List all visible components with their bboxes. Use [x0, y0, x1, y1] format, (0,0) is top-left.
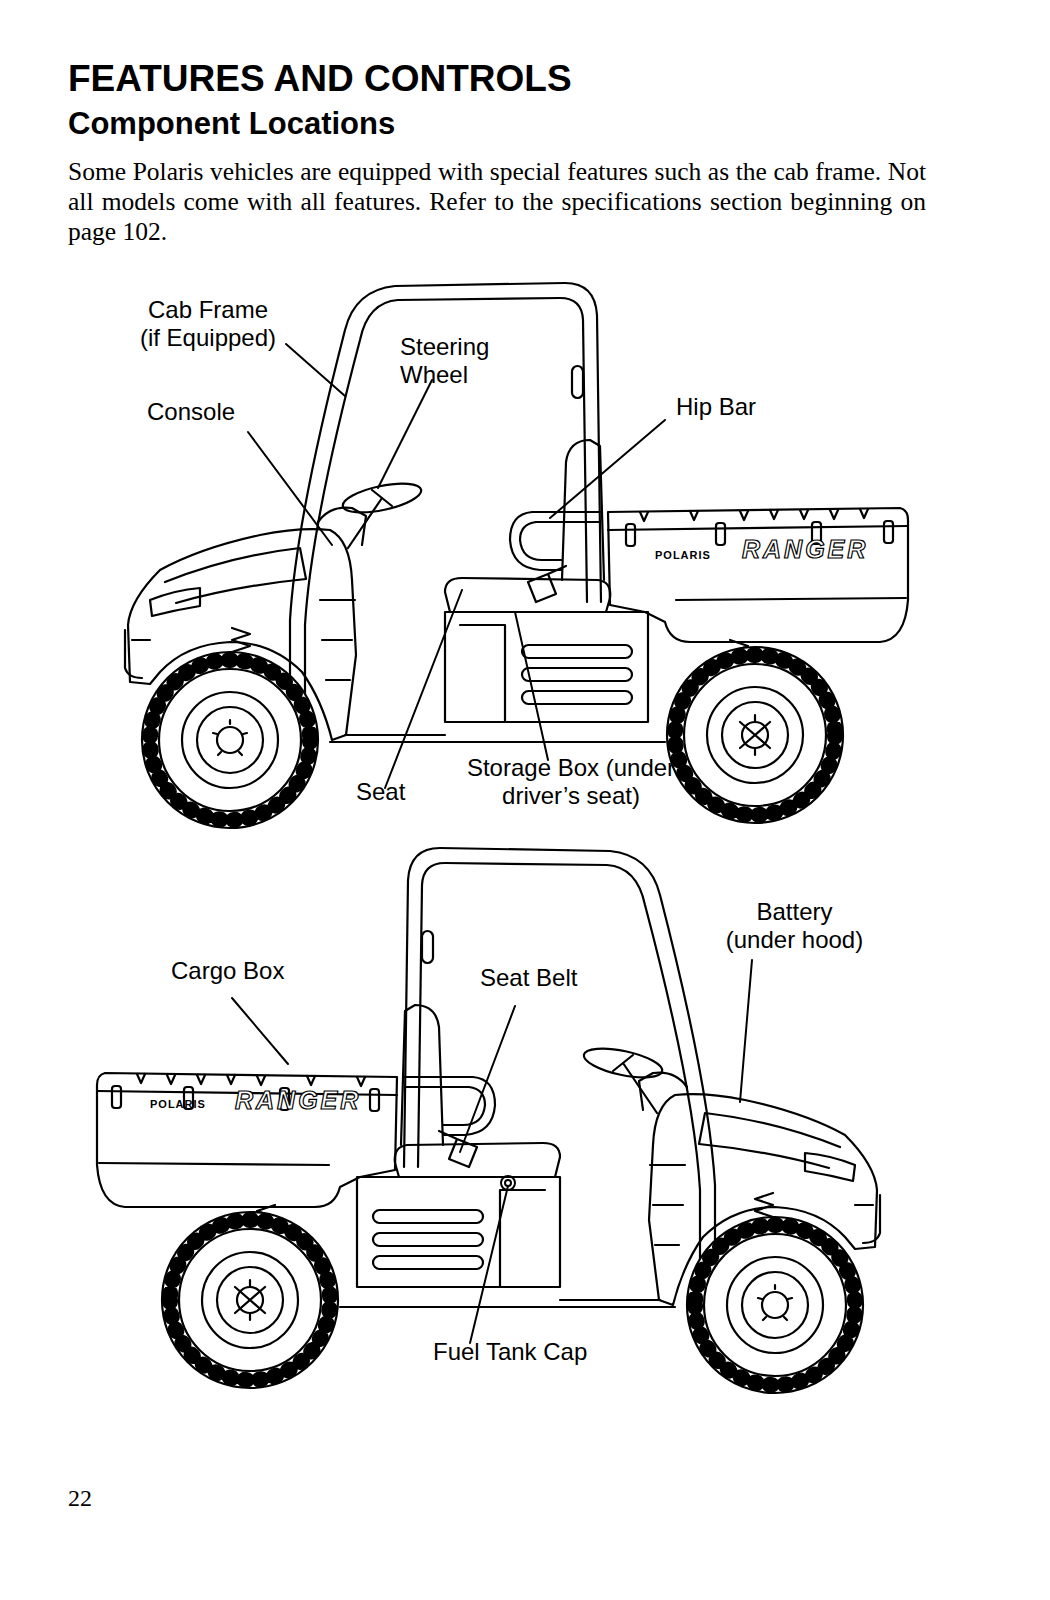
leader-line: [550, 420, 665, 518]
part-label: Steering Wheel: [400, 333, 510, 389]
leader-line: [515, 612, 548, 760]
model-logo: RANGER: [235, 1086, 361, 1114]
section-heading: Component Locations: [68, 106, 395, 142]
part-label: Hip Bar: [676, 393, 756, 421]
leader-line: [378, 380, 432, 488]
leader-line: [385, 590, 462, 788]
part-label: Cab Frame (if Equipped): [138, 296, 278, 352]
part-label: Battery (under hood): [722, 898, 867, 954]
page-title: FEATURES AND CONTROLS: [68, 58, 572, 100]
model-logo: RANGER: [742, 535, 868, 563]
leader-line: [248, 432, 332, 545]
leader-line: [460, 1006, 515, 1152]
part-label: Fuel Tank Cap: [433, 1338, 587, 1366]
leader-line: [286, 344, 345, 396]
intro-paragraph: Some Polaris vehicles are equipped with …: [68, 157, 926, 247]
brand-logo: POLARIS: [655, 549, 711, 561]
part-label: Seat Belt: [480, 964, 577, 992]
leader-line: [740, 960, 752, 1102]
leader-line: [232, 998, 288, 1064]
part-label: Console: [147, 398, 235, 426]
vehicle-right-view: [97, 848, 880, 1393]
vehicle-left-view: [125, 283, 908, 828]
part-label: Seat: [356, 778, 405, 806]
part-label: Cargo Box: [171, 957, 284, 985]
brand-logo: POLARIS: [150, 1098, 206, 1110]
page-number: 22: [68, 1484, 92, 1512]
leader-line: [470, 1186, 508, 1343]
part-label: Storage Box (under driver’s seat): [440, 754, 702, 810]
